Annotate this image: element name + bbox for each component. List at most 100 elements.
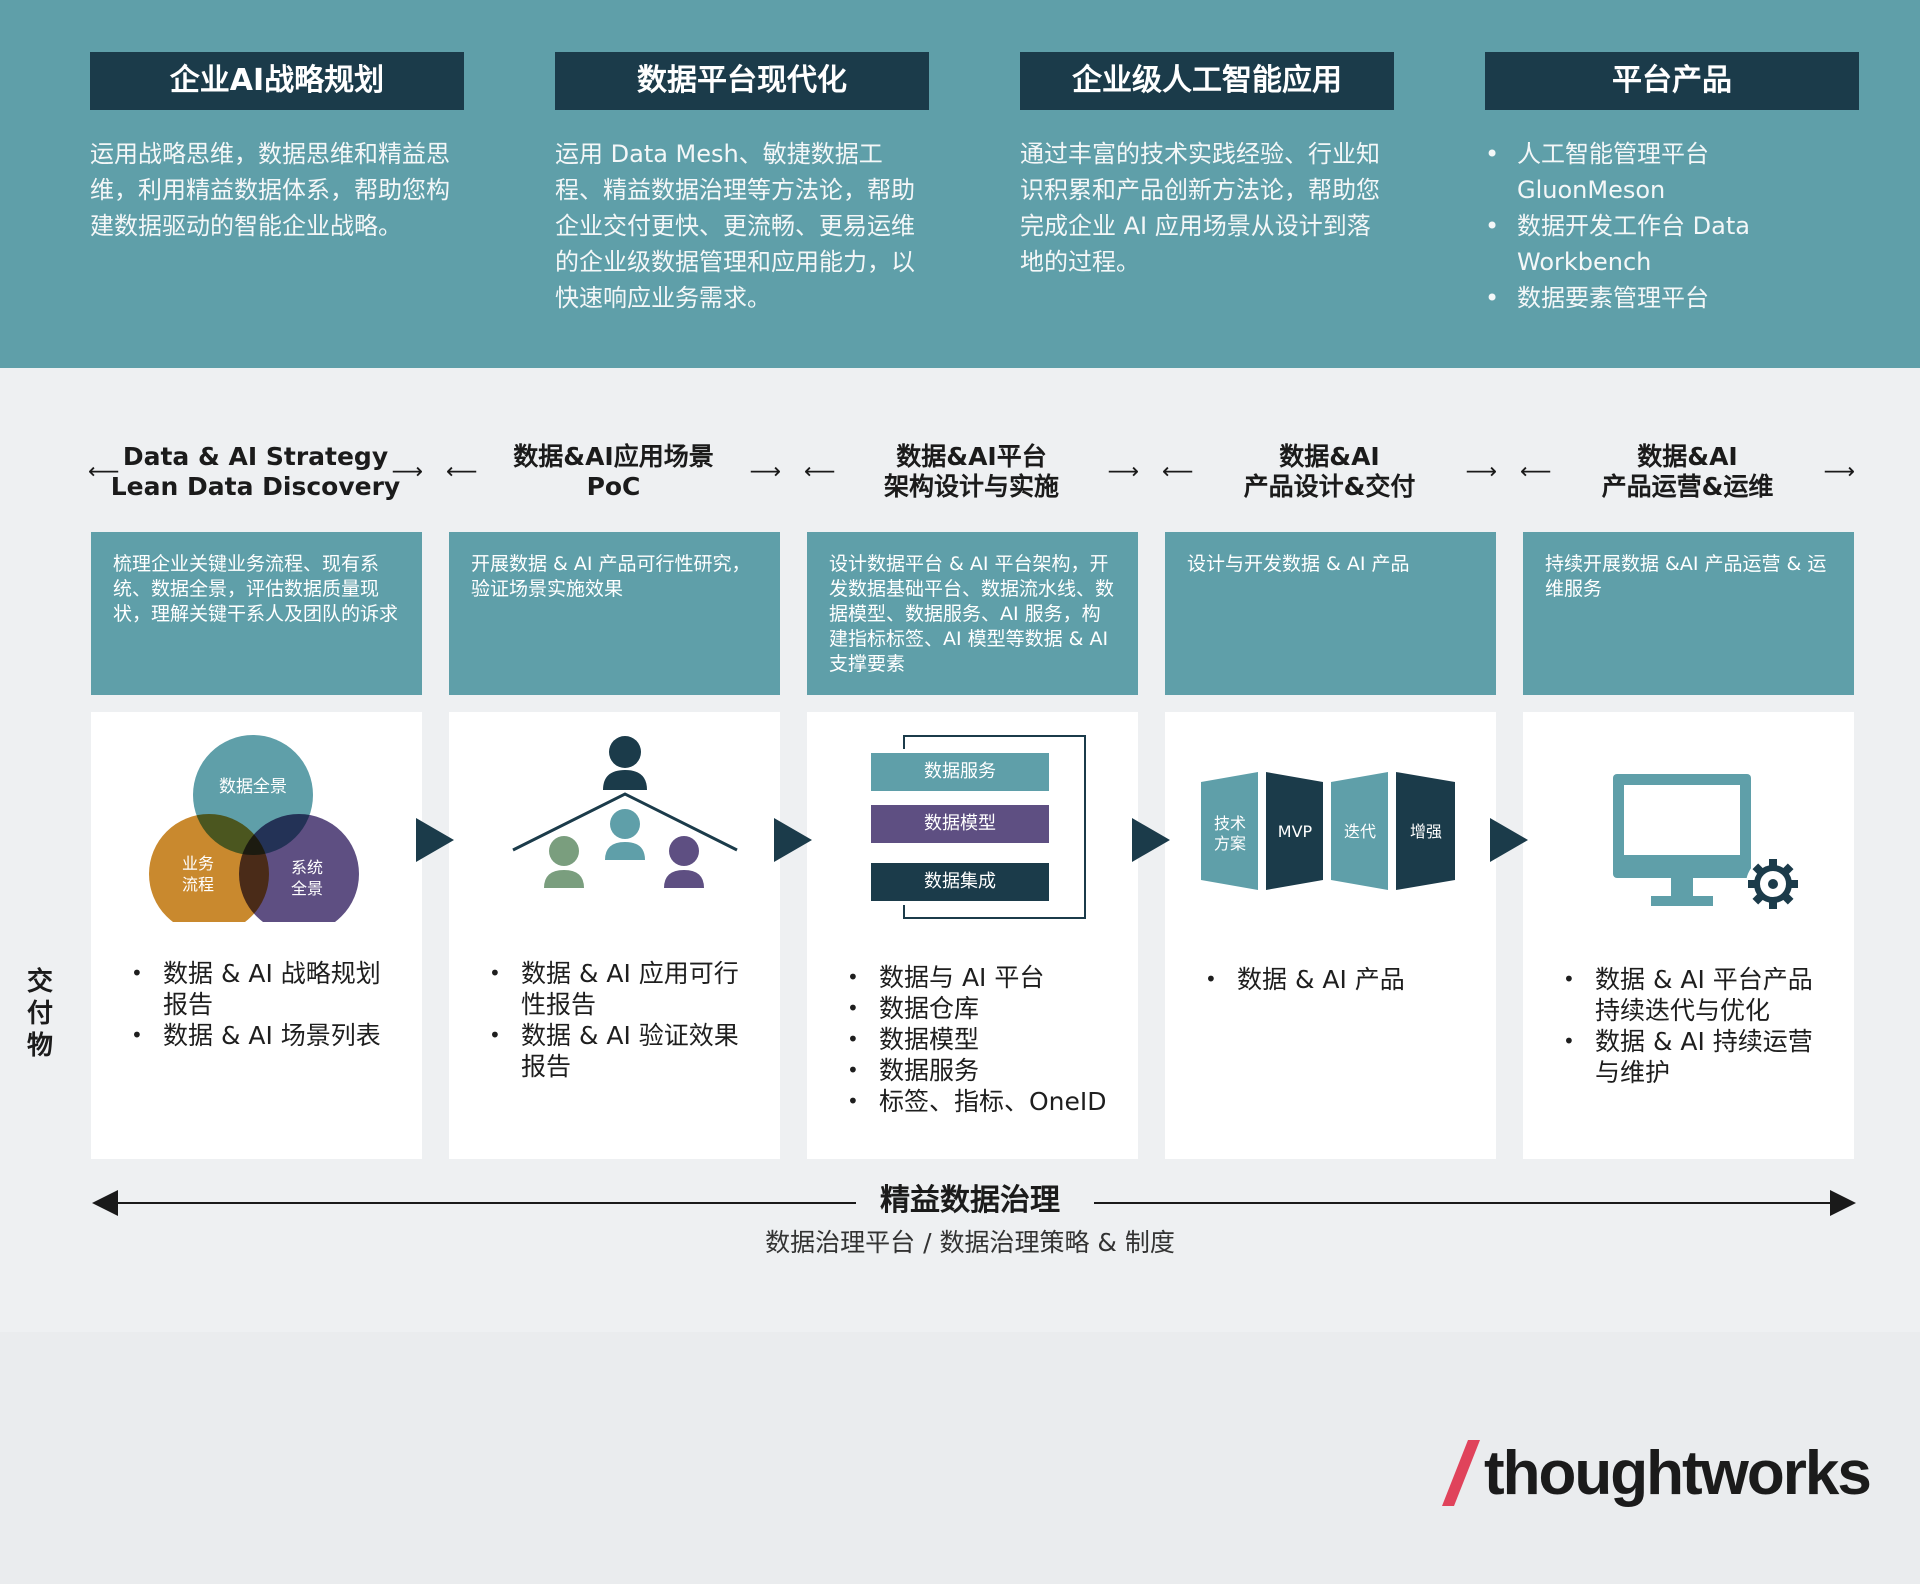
- side-label-char: 物: [26, 1031, 53, 1061]
- stage-title-line: 数据&AI平台: [896, 442, 1047, 471]
- panel-label: 增强: [1410, 822, 1442, 841]
- governance-arrow-left-icon: [92, 1190, 118, 1216]
- stage-header-2: ⟵ 数据&AI应用场景 PoC ⟶: [446, 440, 781, 504]
- flow-arrow-icon: [416, 818, 454, 862]
- stage-title: 数据&AI应用场景 PoC: [513, 442, 713, 502]
- list-item: 人工智能管理平台 GluonMeson: [1485, 136, 1859, 208]
- list-item: 数据 & AI 持续运营与维护: [1563, 1026, 1834, 1088]
- stage-card-3: 数据服务 数据模型 数据集成 数据与 AI 平台 数据仓库 数据模型 数据服务 …: [807, 712, 1138, 1159]
- venn-circle-left: [149, 814, 269, 922]
- stage-header-1: ⟵ Data & AI Strategy Lean Data Discovery…: [88, 440, 423, 504]
- stage-card-2: 数据 & AI 应用可行性报告 数据 & AI 验证效果报告: [449, 712, 780, 1159]
- governance-arrow-right-icon: [1830, 1190, 1856, 1216]
- flow-arrow-icon: [1132, 818, 1170, 862]
- stage-description-4: 设计与开发数据 & AI 产品: [1165, 532, 1496, 695]
- list-item: 数据 & AI 产品: [1205, 964, 1476, 995]
- top-band: 企业AI战略规划 运用战略思维，数据思维和精益思维，利用精益数据体系，帮助您构建…: [0, 0, 1920, 368]
- governance-line: [1094, 1202, 1834, 1204]
- venn-label-left: 流程: [182, 875, 214, 894]
- stage-description-2: 开展数据 & AI 产品可行性研究，验证场景实施效果: [449, 532, 780, 695]
- arrow-right-icon: ⟶: [1465, 459, 1497, 485]
- product-list: 人工智能管理平台 GluonMeson 数据开发工作台 Data Workben…: [1485, 136, 1859, 316]
- stage-title: 数据&AI平台 架构设计与实施: [884, 442, 1059, 502]
- pillar-enterprise-ai: 企业级人工智能应用 通过丰富的技术实践经验、行业知识积累和产品创新方法论，帮助您…: [1020, 52, 1394, 280]
- list-item: 数据服务: [847, 1055, 1118, 1086]
- pillar-title: 企业级人工智能应用: [1020, 52, 1394, 110]
- monitor-gear-icon: [1613, 774, 1800, 911]
- pillar-description: 通过丰富的技术实践经验、行业知识积累和产品创新方法论，帮助您完成企业 AI 应用…: [1020, 140, 1380, 276]
- deliverables-list: 数据 & AI 平台产品持续迭代与优化 数据 & AI 持续运营与维护: [1563, 964, 1834, 1088]
- venn-label-right: 全景: [291, 879, 323, 898]
- list-item: 数据要素管理平台: [1485, 280, 1859, 316]
- stage-title-line: PoC: [586, 472, 641, 501]
- venn-label-top: 数据全景: [219, 777, 287, 797]
- flow-arrow-icon: [774, 818, 812, 862]
- pillar-description: 运用战略思维，数据思维和精益思维，利用精益数据体系，帮助您构建数据驱动的智能企业…: [90, 140, 450, 240]
- stage-card-5: 数据 & AI 平台产品持续迭代与优化 数据 & AI 持续运营与维护: [1523, 712, 1854, 1159]
- logo-wordmark: thoughtworks: [1484, 1439, 1872, 1508]
- stack-frame: [903, 735, 1086, 919]
- stage-header-5: ⟵ 数据&AI 产品运营&运维 ⟶: [1520, 440, 1855, 504]
- stage-header-4: ⟵ 数据&AI 产品设计&交付 ⟶: [1162, 440, 1497, 504]
- stack-layer-data-service: 数据服务: [871, 753, 1049, 791]
- arrow-left-icon: ⟵: [446, 459, 478, 485]
- stage-header-3: ⟵ 数据&AI平台 架构设计与实施 ⟶: [804, 440, 1139, 504]
- side-label-char: 付: [26, 999, 53, 1029]
- pillar-data-platform: 数据平台现代化 运用 Data Mesh、敏捷数据工程、精益数据治理等方法论，帮…: [555, 52, 929, 316]
- pillar-platform-products: 平台产品 人工智能管理平台 GluonMeson 数据开发工作台 Data Wo…: [1485, 52, 1859, 316]
- flow-arrow-icon: [1490, 818, 1528, 862]
- team-people-icon: [512, 736, 738, 888]
- stage-title: 数据&AI 产品设计&交付: [1244, 442, 1416, 502]
- governance-subtitle: 数据治理平台 / 数据治理策略 & 制度: [765, 1228, 1175, 1257]
- stage-description-1: 梳理企业关键业务流程、现有系统、数据全景，评估数据质量现状，理解关键干系人及团队…: [91, 532, 422, 695]
- pillar-title: 数据平台现代化: [555, 52, 929, 110]
- arrow-left-icon: ⟵: [1520, 459, 1552, 485]
- stage-card-4: 技术 方案 MVP 迭代 增强 数据 & AI 产品: [1165, 712, 1496, 1159]
- arrow-right-icon: ⟶: [749, 459, 781, 485]
- thoughtworks-logo: thoughtworks: [1440, 1434, 1872, 1514]
- stage-title-line: Lean Data Discovery: [110, 472, 401, 501]
- stack-frame: [903, 735, 905, 749]
- list-item: 数据模型: [847, 1024, 1118, 1055]
- venn-label-right: 系统: [291, 858, 323, 877]
- deliverables-list: 数据 & AI 应用可行性报告 数据 & AI 验证效果报告: [489, 958, 760, 1082]
- venn-circle-right: [239, 814, 359, 922]
- list-item: 标签、指标、OneID: [847, 1086, 1118, 1117]
- arrow-right-icon: ⟶: [1823, 459, 1855, 485]
- arrow-right-icon: ⟶: [391, 459, 423, 485]
- pillar-title: 企业AI战略规划: [90, 52, 464, 110]
- list-item: 数据 & AI 应用可行性报告: [489, 958, 760, 1020]
- stack-layer-data-integration: 数据集成: [871, 863, 1049, 901]
- stage-title-line: 架构设计与实施: [883, 472, 1059, 501]
- stage-title: Data & AI Strategy Lean Data Discovery: [111, 442, 400, 502]
- footer-band: [0, 1350, 1920, 1584]
- stage-title: 数据&AI 产品运营&运维: [1602, 442, 1774, 502]
- pillar-title: 平台产品: [1485, 52, 1859, 110]
- product-iteration-panels-icon: 技术 方案 MVP 迭代 增强: [1201, 772, 1455, 890]
- panel-label: 技术: [1214, 814, 1246, 833]
- stage-title-line: 数据&AI: [1279, 442, 1380, 471]
- pillar-description: 运用 Data Mesh、敏捷数据工程、精益数据治理等方法论，帮助企业交付更快、…: [555, 140, 915, 312]
- venn-diagram-icon: 数据全景 业务 流程 系统 全景: [149, 735, 359, 922]
- list-item: 数据 & AI 平台产品持续迭代与优化: [1563, 964, 1834, 1026]
- list-item: 数据 & AI 战略规划报告: [131, 958, 402, 1020]
- governance-line: [116, 1202, 856, 1204]
- arrow-left-icon: ⟵: [1162, 459, 1194, 485]
- deliverables-list: 数据与 AI 平台 数据仓库 数据模型 数据服务 标签、指标、OneID: [847, 962, 1118, 1117]
- list-item: 数据 & AI 验证效果报告: [489, 1020, 760, 1082]
- stage-card-1: 数据全景 业务 流程 系统 全景 数据 & AI 战略规划报告 数据 & AI …: [91, 712, 422, 1159]
- stage-title-line: 数据&AI: [1637, 442, 1738, 471]
- stage-title-line: 产品运营&运维: [1601, 472, 1774, 501]
- stack-frame: [903, 905, 905, 919]
- governance-title: 精益数据治理: [880, 1183, 1060, 1218]
- arrow-left-icon: ⟵: [804, 459, 836, 485]
- gear-icon: [1746, 857, 1800, 911]
- stage-title-line: 产品设计&交付: [1243, 472, 1416, 501]
- pillar-strategy: 企业AI战略规划 运用战略思维，数据思维和精益思维，利用精益数据体系，帮助您构建…: [90, 52, 464, 244]
- stage-title-line: 数据&AI应用场景: [513, 442, 714, 471]
- panel-label: 迭代: [1344, 822, 1376, 841]
- stage-description-3: 设计数据平台 & AI 平台架构，开发数据基础平台、数据流水线、数据模型、数据服…: [807, 532, 1138, 695]
- stage-title-line: Data & AI Strategy: [122, 442, 389, 471]
- list-item: 数据 & AI 场景列表: [131, 1020, 402, 1051]
- deliverables-list: 数据 & AI 战略规划报告 数据 & AI 场景列表: [131, 958, 402, 1051]
